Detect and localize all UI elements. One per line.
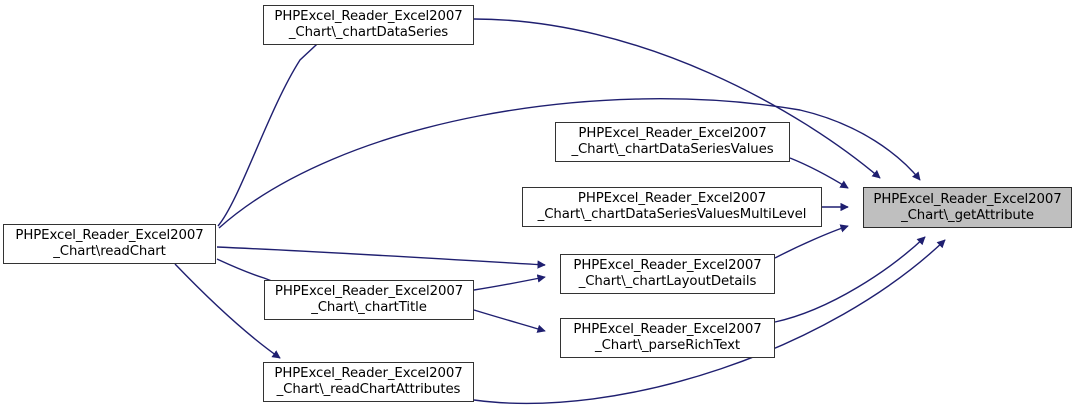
graph-node-readChart[interactable]: PHPExcel_Reader_Excel2007_Chart\readChar… bbox=[3, 224, 216, 264]
edge-chartTitle-to-parseRichText bbox=[473, 309, 546, 333]
node-label-line2: _Chart\_chartTitle bbox=[311, 300, 427, 315]
node-label-line1: PHPExcel_Reader_Excel2007 bbox=[578, 126, 767, 141]
graph-node-chartTitle[interactable]: PHPExcel_Reader_Excel2007_Chart\_chartTi… bbox=[264, 280, 474, 320]
edge-chartTitle-to-chartLayoutDetails bbox=[473, 274, 546, 291]
edge-chartDataSeriesValues-to-getAttribute bbox=[789, 157, 849, 189]
graph-node-label: PHPExcel_Reader_Excel2007_Chart\readChar… bbox=[4, 228, 215, 260]
node-label-line1: PHPExcel_Reader_Excel2007 bbox=[274, 284, 464, 299]
edge-chartLayoutDetails-to-getAttribute bbox=[774, 224, 849, 259]
graph-node-label: PHPExcel_Reader_Excel2007_Chart\_chartTi… bbox=[265, 284, 473, 316]
graph-node-chartDataSeries[interactable]: PHPExcel_Reader_Excel2007_Chart\_chartDa… bbox=[263, 5, 474, 45]
node-label-line1: PHPExcel_Reader_Excel2007 bbox=[274, 9, 463, 24]
node-label-line2: _Chart\_chartDataSeriesValues bbox=[571, 142, 774, 157]
node-label-line2: _Chart\readChart bbox=[53, 244, 166, 259]
graph-node-label: PHPExcel_Reader_Excel2007_Chart\_readCha… bbox=[264, 366, 473, 398]
node-label-line2: _Chart\_readChartAttributes bbox=[276, 382, 461, 397]
edge-readChart-to-chartDataSeries bbox=[217, 31, 331, 227]
node-label-line1: PHPExcel_Reader_Excel2007 bbox=[873, 191, 1062, 207]
graph-node-label: PHPExcel_Reader_Excel2007_Chart\_chartLa… bbox=[561, 258, 774, 290]
graph-node-label: PHPExcel_Reader_Excel2007_Chart\_chartDa… bbox=[556, 126, 789, 158]
node-label-line1: PHPExcel_Reader_Excel2007 bbox=[573, 258, 762, 273]
graph-node-chartDataSeriesValuesMultiLevel[interactable]: PHPExcel_Reader_Excel2007_Chart\_chartDa… bbox=[522, 187, 822, 227]
node-label-line2: _Chart\_parseRichText bbox=[595, 338, 740, 353]
edge-parseRichText-to-getAttribute bbox=[774, 236, 926, 323]
node-label-line1: PHPExcel_Reader_Excel2007 bbox=[577, 191, 767, 206]
node-label-line2: _Chart\_chartDataSeries bbox=[288, 25, 449, 40]
graph-node-parseRichText[interactable]: PHPExcel_Reader_Excel2007_Chart\_parseRi… bbox=[560, 318, 775, 358]
edge-readChart-to-chartLayoutDetails bbox=[216, 246, 546, 269]
node-label-line1: PHPExcel_Reader_Excel2007 bbox=[274, 366, 463, 381]
graph-node-chartDataSeriesValues[interactable]: PHPExcel_Reader_Excel2007_Chart\_chartDa… bbox=[555, 122, 790, 162]
node-label-line2: _Chart\_chartLayoutDetails bbox=[578, 274, 757, 289]
graph-node-chartLayoutDetails[interactable]: PHPExcel_Reader_Excel2007_Chart\_chartLa… bbox=[560, 254, 775, 294]
graph-node-label: PHPExcel_Reader_Excel2007_Chart\_parseRi… bbox=[561, 322, 774, 354]
graph-node-readChartAttributes[interactable]: PHPExcel_Reader_Excel2007_Chart\_readCha… bbox=[263, 362, 474, 402]
graph-node-getAttribute[interactable]: PHPExcel_Reader_Excel2007_Chart\_getAttr… bbox=[863, 187, 1072, 228]
graph-node-label: PHPExcel_Reader_Excel2007_Chart\_getAttr… bbox=[864, 192, 1071, 224]
node-label-line2: _Chart\_chartDataSeriesValuesMultiLevel bbox=[537, 207, 807, 222]
node-label-line1: PHPExcel_Reader_Excel2007 bbox=[573, 322, 762, 337]
node-label-line1: PHPExcel_Reader_Excel2007 bbox=[15, 228, 204, 243]
graph-node-label: PHPExcel_Reader_Excel2007_Chart\_chartDa… bbox=[264, 9, 473, 41]
graph-node-label: PHPExcel_Reader_Excel2007_Chart\_chartDa… bbox=[523, 191, 821, 223]
node-label-line2: _Chart\_getAttribute bbox=[901, 207, 1034, 223]
